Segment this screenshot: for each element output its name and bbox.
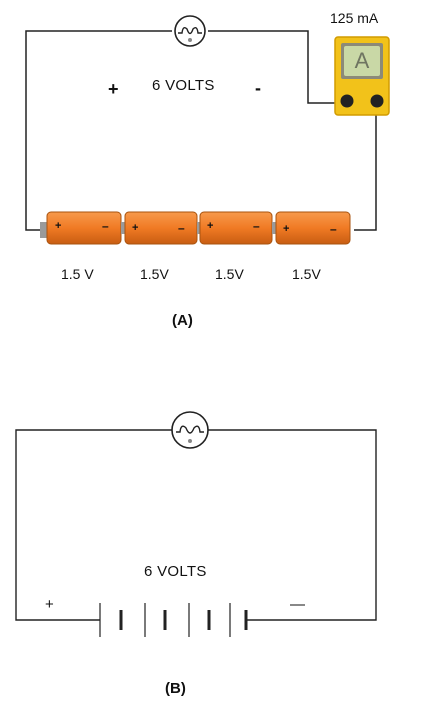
- battery-2-voltage: 1.5V: [140, 266, 169, 282]
- voltage-label-a: 6 VOLTS: [152, 77, 215, 94]
- wire-a-top-right: [208, 30, 340, 104]
- plus-terminal-label-b: +: [45, 596, 54, 613]
- battery-4-minus: –: [330, 222, 337, 236]
- circuit-b: [15, 411, 377, 637]
- plus-terminal-label-a: +: [108, 79, 119, 99]
- battery-3-plus: +: [207, 220, 214, 232]
- caption-b: (B): [165, 680, 186, 697]
- circuit-a: [25, 15, 390, 245]
- bulb-b: [171, 411, 209, 449]
- battery-2-plus: +: [132, 222, 139, 234]
- battery-symbol: [99, 603, 248, 637]
- voltage-label-b: 6 VOLTS: [144, 563, 207, 580]
- wire-b-left: [15, 429, 172, 621]
- battery-pack: [40, 211, 351, 245]
- battery-1-voltage: 1.5 V: [61, 266, 94, 282]
- caption-a: (A): [172, 312, 193, 329]
- minus-terminal-label-a: -: [255, 78, 261, 98]
- current-reading: 125 mA: [330, 10, 379, 26]
- bulb-a: [174, 15, 206, 47]
- wire-a-right: [354, 103, 377, 231]
- battery-4-plus: +: [283, 223, 290, 235]
- battery-4-voltage: 1.5V: [292, 266, 321, 282]
- wire-b-right: [208, 429, 377, 621]
- meter-symbol: A: [354, 48, 370, 73]
- battery-1-minus: –: [102, 219, 109, 233]
- battery-2-minus: –: [178, 221, 185, 235]
- battery-4: [275, 211, 351, 245]
- battery-3-minus: –: [253, 219, 260, 233]
- battery-1-plus: +: [55, 220, 62, 232]
- wire-a-top-left: [25, 30, 172, 231]
- ammeter: [334, 36, 390, 116]
- battery-3-voltage: 1.5V: [215, 266, 244, 282]
- minus-terminal-label-b: —: [290, 596, 305, 613]
